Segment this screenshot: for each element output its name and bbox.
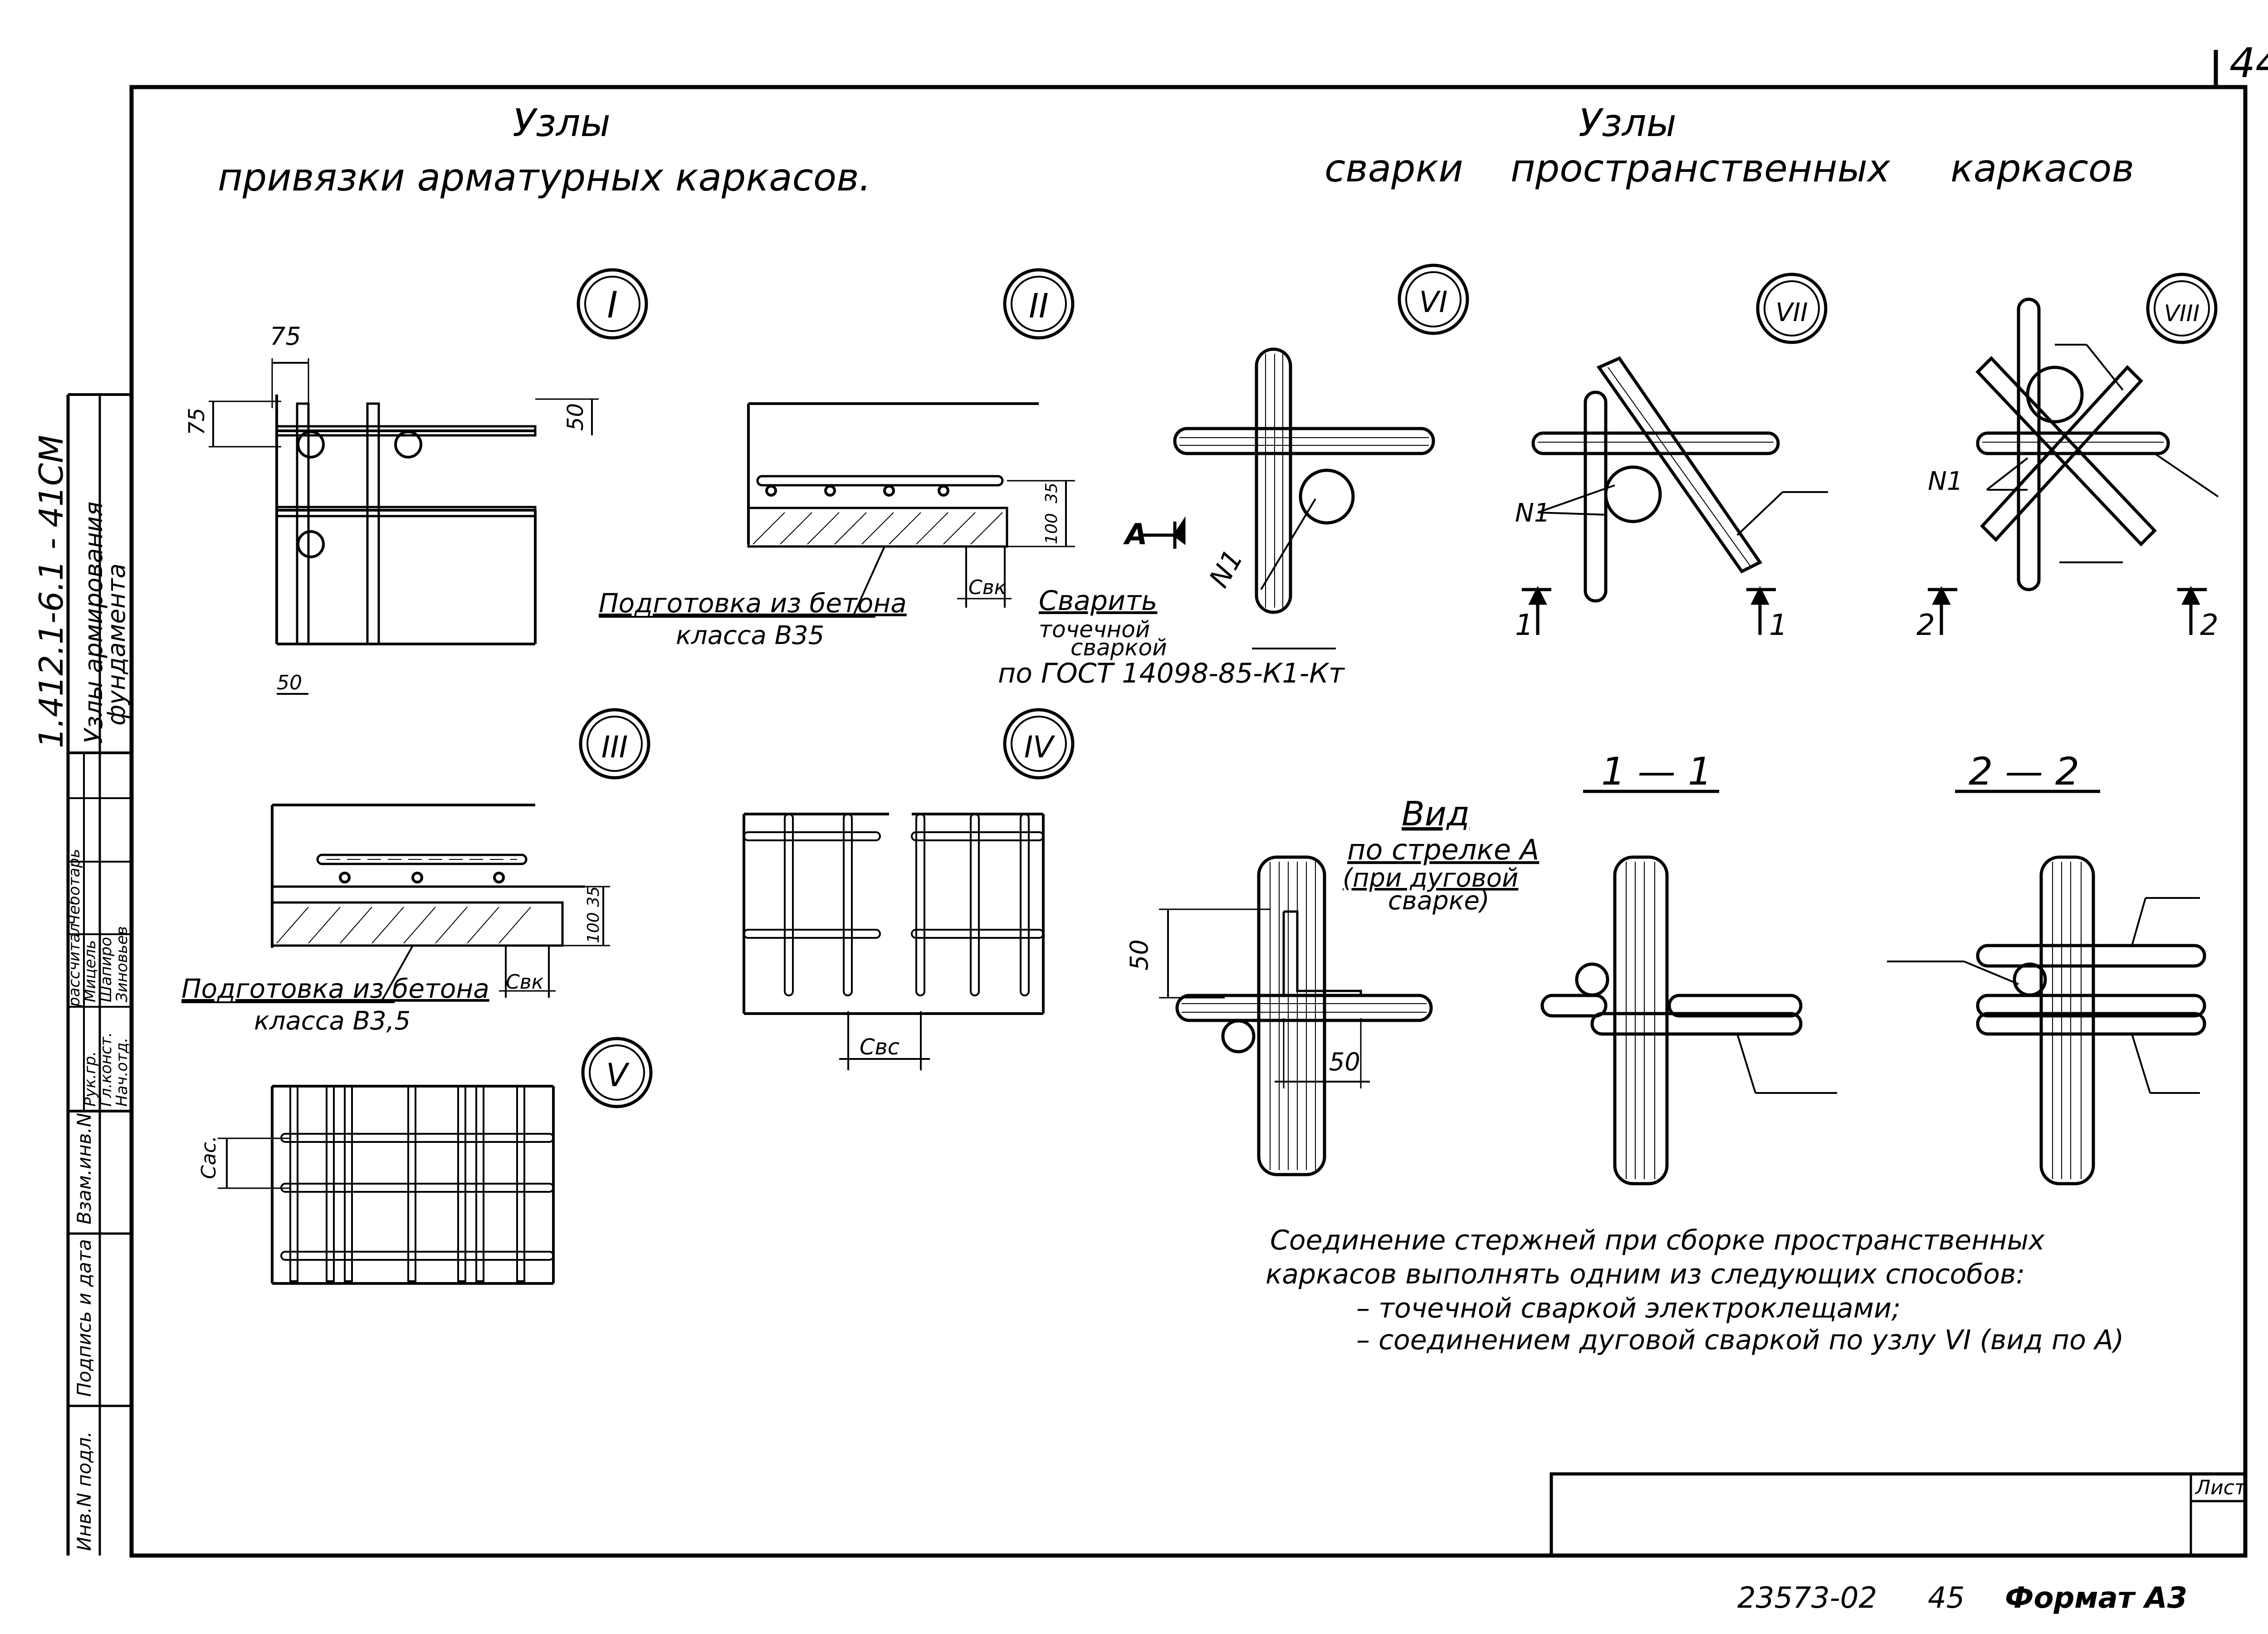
heading-right-1: Узлы bbox=[1579, 101, 1677, 145]
label-weld-line2: сваркой bbox=[1070, 634, 1167, 661]
label-prep-concrete-1: Подготовка из бетона bbox=[599, 588, 907, 619]
stamp-r1-role: рассчитал bbox=[65, 923, 83, 1007]
note-line1: Соединение стержней при сборке пространс… bbox=[1270, 1224, 2045, 1256]
label-arrow-a: А bbox=[1123, 518, 1148, 551]
node-label-1: I bbox=[607, 284, 618, 326]
note-line4: – соединением дуговой сваркой по узлу VI… bbox=[1356, 1324, 2124, 1356]
stamp-col-inv: Инв.N подл. bbox=[73, 1431, 95, 1551]
heading-right-2a: сварки bbox=[1325, 146, 1463, 190]
footer-page: 45 bbox=[1928, 1581, 1965, 1615]
section-2-2-title: 2 — 2 bbox=[1969, 749, 2079, 794]
node-7-drawing bbox=[1522, 356, 1828, 635]
node-2-drawing bbox=[599, 402, 1075, 618]
node-6-drawing bbox=[1143, 347, 1435, 649]
node-label-2: II bbox=[1029, 287, 1049, 326]
dim-n1-50-right: 50 bbox=[563, 403, 588, 431]
label-prep-concrete-2: Подготовка из бетона bbox=[181, 973, 489, 1004]
stamp-col-vzam: Взам.инв.N bbox=[73, 1113, 95, 1224]
footer-format: Формат А3 bbox=[2005, 1581, 2187, 1615]
label-n1-b: N1 bbox=[1515, 498, 1550, 528]
heading-right-2c: каркасов bbox=[1950, 146, 2134, 190]
stamp-r3-name: Шапиро bbox=[97, 937, 115, 1002]
node-3-concrete-hatch bbox=[276, 907, 531, 944]
node-8-drawing bbox=[1928, 298, 2219, 635]
view-a-drawing bbox=[1159, 855, 1433, 1176]
node-label-4: IV bbox=[1024, 730, 1055, 765]
label-weld-title: Сварить bbox=[1039, 585, 1157, 617]
heading-left-1: Узлы bbox=[513, 101, 611, 145]
footer-archive: 23573-02 bbox=[1737, 1581, 1877, 1615]
heading-left-2: привязки арматурных каркасов. bbox=[218, 155, 871, 200]
node-label-3: III bbox=[601, 730, 628, 765]
view-line2: по стрелке А bbox=[1347, 833, 1539, 866]
stamp-doc-title-1: Узлы армирования bbox=[79, 502, 108, 744]
label-weld-line1: точечной bbox=[1039, 616, 1150, 643]
label-cac: Сас. bbox=[197, 1136, 220, 1179]
label-class-2: класса В3,5 bbox=[254, 1006, 411, 1036]
dim-n2-35: 35 bbox=[1042, 483, 1061, 503]
label-cvc: Свс bbox=[860, 1034, 899, 1060]
sec-2-left: 2 bbox=[1916, 609, 1935, 642]
view-line4: сварке) bbox=[1388, 886, 1490, 916]
section-1-1-title: 1 — 1 bbox=[1601, 749, 1712, 794]
dim-arc-50-h: 50 bbox=[1329, 1048, 1360, 1076]
view-line3: (при дуговой bbox=[1343, 863, 1518, 893]
stamp-r4-name: Зиновьев bbox=[113, 926, 131, 1002]
label-weld-line3: по ГОСТ 14098-85-К1-Кт bbox=[998, 658, 1345, 689]
title-block-list: Лист bbox=[2195, 1476, 2247, 1499]
section-2-2-drawing bbox=[1887, 790, 2206, 1185]
stamp-r2-name: Мицель bbox=[81, 940, 99, 1002]
dim-n1-75-top: 75 bbox=[270, 322, 301, 351]
node-label-5: V bbox=[606, 1057, 630, 1094]
node-badges bbox=[577, 263, 2218, 1108]
stamp-doc-title-2: фундамента bbox=[102, 563, 131, 726]
dim-n3-100: 100 bbox=[584, 912, 603, 943]
dim-n1-50-bottom: 50 bbox=[277, 671, 302, 694]
stamp-doc-code: 1.412.1-6.1 - 41СМ bbox=[32, 435, 70, 748]
sec-1-left: 1 bbox=[1515, 609, 1534, 642]
note-line3: – точечной сваркой электроклещами; bbox=[1356, 1293, 1901, 1324]
label-cvk-1: Свк bbox=[968, 576, 1007, 599]
node-1-drawing bbox=[209, 358, 599, 695]
label-n1-c: N1 bbox=[1928, 467, 1963, 496]
node-4-drawing bbox=[743, 813, 1045, 1070]
label-cvk-2: Свк bbox=[506, 971, 544, 994]
stamp-col-podp: Подпись и дата bbox=[73, 1239, 95, 1397]
label-class-1: класса В35 bbox=[676, 621, 824, 650]
stamp-r4-role: Нач.отд. bbox=[113, 1038, 131, 1107]
stamp-r2-role: Рук.гр. bbox=[81, 1051, 99, 1107]
heading-right-2b: пространственных bbox=[1510, 146, 1891, 190]
dim-n2-100: 100 bbox=[1042, 513, 1061, 544]
node-label-8: VIII bbox=[2164, 300, 2200, 327]
section-1-1-drawing bbox=[1540, 790, 1837, 1185]
view-line1: Вид bbox=[1402, 795, 1470, 834]
sec-2-right: 2 bbox=[2200, 609, 2219, 642]
node-5-drawing bbox=[218, 1085, 555, 1285]
dim-n3-35: 35 bbox=[584, 886, 603, 907]
sheet-number: 44 bbox=[2229, 39, 2268, 87]
dim-arc-50-v: 50 bbox=[1125, 939, 1154, 971]
dim-n1-75-left: 75 bbox=[184, 408, 210, 435]
sec-1-right: 1 bbox=[1769, 609, 1788, 642]
note-line2: каркасов выполнять одним из следующих сп… bbox=[1266, 1258, 2025, 1290]
stamp-r3-role: Гл.конст. bbox=[97, 1032, 115, 1107]
stamp-r1-name: Чеботарь bbox=[65, 849, 83, 925]
sheet-frame bbox=[66, 50, 2248, 1558]
node-2-concrete-hatch bbox=[753, 512, 1003, 545]
node-label-6: VI bbox=[1419, 286, 1448, 319]
node-3-drawing bbox=[181, 804, 610, 1003]
node-label-7: VII bbox=[1775, 298, 1808, 327]
